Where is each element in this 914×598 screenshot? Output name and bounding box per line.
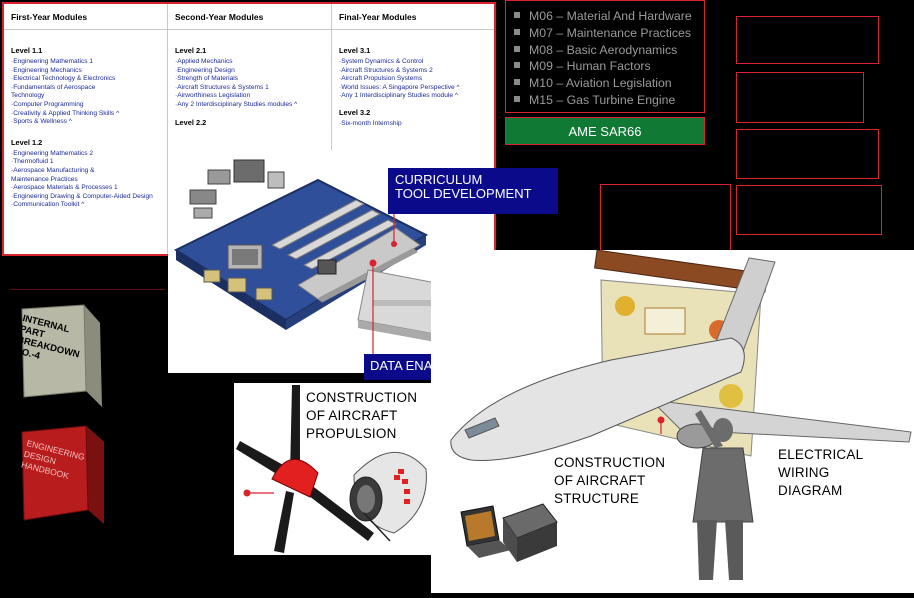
column-heading: Second-Year Modules — [168, 4, 331, 30]
module-link[interactable]: Engineering Mathematics 2 — [11, 150, 163, 159]
column-heading: Final-Year Modules — [332, 4, 494, 30]
empty-box — [736, 185, 882, 235]
module-link[interactable]: Any 1 Interdisciplinary Studies module ^ — [339, 92, 490, 101]
level-title: Level 3.1 — [339, 46, 371, 55]
divider — [10, 289, 165, 290]
bullet-square-icon — [514, 12, 520, 18]
module-link[interactable]: Aircraft Structures & Systems 2 — [339, 67, 490, 76]
book-icon — [21, 304, 102, 407]
module-link[interactable]: Thermofluid 1 — [11, 158, 163, 167]
level-title: Level 2.1 — [175, 46, 207, 55]
module-link[interactable]: World Issues: A Singapore Perspective ^ — [339, 84, 490, 93]
module-link[interactable]: System Dynamics & Control — [339, 58, 490, 67]
module-item: M10 – Aviation Legislation — [512, 75, 704, 92]
module-link[interactable]: Aircraft Structures & Systems 1 — [175, 84, 327, 93]
book-icon — [21, 425, 104, 524]
module-link[interactable]: Strength of Materials — [175, 75, 327, 84]
module-link[interactable]: Communication Toolkit ^ — [11, 201, 163, 210]
bullet-square-icon — [514, 62, 520, 69]
empty-box — [600, 184, 731, 254]
module-link[interactable]: Engineering Design — [175, 67, 327, 76]
empty-box — [736, 16, 879, 64]
module-link[interactable]: Engineering Drawing & Computer-Aided Des… — [11, 193, 163, 202]
module-item: M15 – Gas Turbine Engine — [512, 92, 704, 109]
module-link[interactable]: Aerospace Materials & Processes 1 — [11, 184, 163, 193]
module-link[interactable]: Computer Programming — [11, 101, 163, 110]
module-link[interactable]: Creativity & Applied Thinking Skills ^ — [11, 110, 163, 119]
curriculum-table: First-Year Modules Level 1.1 Engineering… — [2, 2, 496, 256]
ame-label: AME SAR66 — [505, 117, 705, 145]
module-link[interactable]: Sports & Wellness ^ — [11, 118, 163, 127]
module-link[interactable]: Fundamentals of Aerospace Technology — [11, 84, 163, 101]
aircraft-illustration — [431, 249, 914, 593]
bullet-square-icon — [514, 95, 520, 102]
propeller-engine-illustration — [236, 385, 427, 553]
bullet-square-icon — [514, 79, 520, 86]
module-list: Applied Mechanics Engineering Design Str… — [168, 58, 331, 110]
module-link[interactable]: Applied Mechanics — [175, 58, 327, 67]
first-year-column: First-Year Modules Level 1.1 Engineering… — [4, 4, 168, 254]
column-heading: First-Year Modules — [4, 4, 167, 30]
module-link[interactable]: Engineering Mathematics 1 — [11, 58, 163, 67]
motherboard-illustration — [173, 159, 474, 360]
module-item: M08 – Basic Aerodynamics — [512, 42, 704, 59]
bullet-square-icon — [514, 28, 520, 35]
level-title: Level 1.1 — [11, 46, 43, 55]
module-list: Engineering Mathematics 1 Engineering Me… — [4, 58, 167, 127]
bullet-square-icon — [514, 45, 520, 52]
module-list-box: M06 – Material And Hardware M07 – Mainte… — [505, 0, 705, 113]
module-link[interactable]: Aircraft Propulsion Systems — [339, 75, 490, 84]
module-list: System Dynamics & Control Aircraft Struc… — [332, 58, 494, 101]
empty-box — [736, 129, 879, 179]
module-list: Engineering Mathematics 2 Thermofluid 1 … — [4, 150, 167, 210]
module-item: M09 – Human Factors — [512, 58, 704, 75]
module-link[interactable]: Airworthiness Legislation — [175, 92, 327, 101]
module-link[interactable]: Any 2 Interdisciplinary Studies modules … — [175, 101, 327, 110]
empty-box — [736, 72, 864, 123]
module-link[interactable]: Engineering Mechanics — [11, 67, 163, 76]
module-link[interactable]: Aerospace Manufacturing & Maintenance Pr… — [11, 167, 163, 184]
module-item: M07 – Maintenance Practices — [512, 25, 704, 42]
module-link[interactable]: Electrical Technology & Electronics — [11, 75, 163, 84]
level-title: Level 1.2 — [11, 137, 43, 147]
curriculum-tool-label: CURRICULUM TOOL DEVELOPMENT — [388, 168, 558, 214]
module-item: M06 – Material And Hardware — [512, 8, 704, 25]
module-list: Six-month Internship — [332, 120, 494, 129]
level-title: Level 3.2 — [339, 107, 371, 117]
level-title: Level 2.2 — [175, 117, 207, 127]
second-year-column: Second-Year Modules Level 2.1 Applied Me… — [168, 4, 332, 254]
module-link[interactable]: Six-month Internship — [339, 120, 490, 129]
